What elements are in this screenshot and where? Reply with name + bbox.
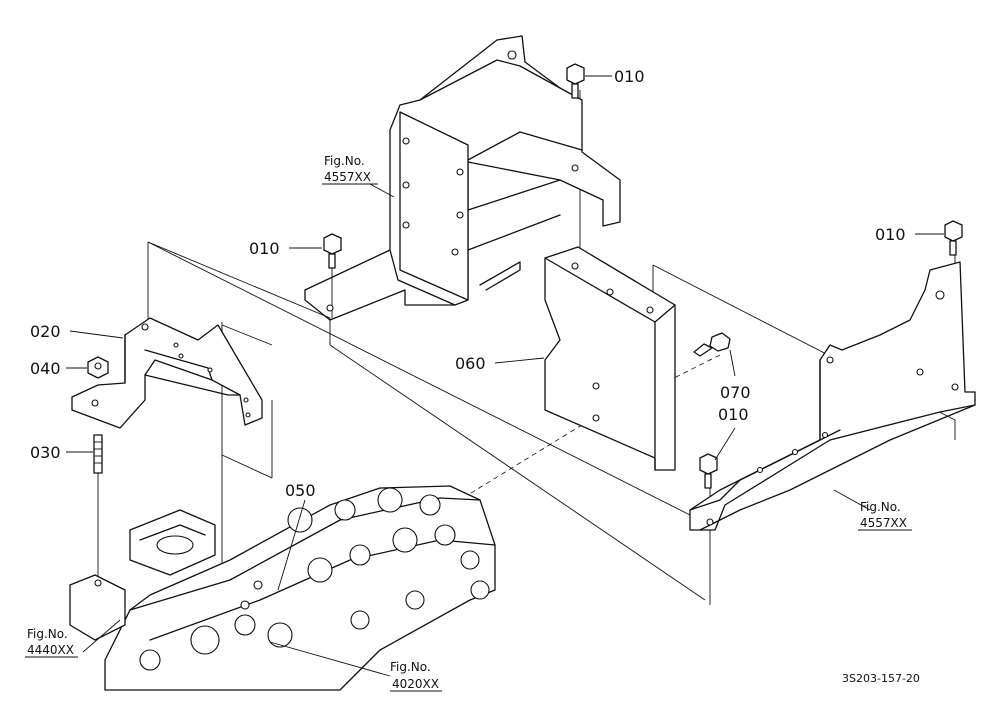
cylinder-head: [69, 485, 496, 691]
fig-ref-upper-left-number: 4557XX: [324, 170, 371, 184]
callout-010-left: 010: [249, 239, 280, 258]
plate-060: [544, 246, 676, 471]
callout-070: 070: [720, 383, 751, 402]
callout-010-lower: 010: [718, 405, 749, 424]
callout-010-right: 010: [875, 225, 906, 244]
upper-support-frame: [304, 35, 621, 321]
callout-labels: 010 010 010 010 020 040 030 050 060 070: [30, 67, 906, 500]
callout-020: 020: [30, 322, 61, 341]
bolt-070: [693, 332, 731, 357]
callout-010-top: 010: [614, 67, 645, 86]
fig-ref-lower-left-number: 4440XX: [27, 643, 74, 657]
callout-050: 050: [285, 481, 316, 500]
callout-040: 040: [30, 359, 61, 378]
fig-ref-lower-center-caption: Fig.No.: [390, 660, 431, 674]
fig-ref-right-caption: Fig.No.: [860, 500, 901, 514]
bracket-020: [71, 317, 263, 429]
stud-030: [93, 434, 103, 474]
fig-ref-upper-left-caption: Fig.No.: [324, 154, 365, 168]
callout-060: 060: [455, 354, 486, 373]
nut-040: [87, 356, 109, 379]
bolt-010-lower: [699, 453, 718, 489]
fig-ref-right-number: 4557XX: [860, 516, 907, 530]
drawing-code: 3S203-157-20: [842, 672, 920, 685]
bolt-010-top: [566, 63, 585, 99]
bolt-010-right: [944, 220, 963, 256]
leader-lines: [25, 75, 944, 692]
bolt-010-left: [323, 233, 342, 269]
callout-030: 030: [30, 443, 61, 462]
fig-ref-lower-left-caption: Fig.No.: [27, 627, 68, 641]
fig-ref-lower-center-number: 4020XX: [392, 677, 439, 691]
right-frame: [689, 261, 976, 531]
figure-reference-labels: Fig.No. 4557XX Fig.No. 4557XX Fig.No. 44…: [27, 154, 907, 691]
